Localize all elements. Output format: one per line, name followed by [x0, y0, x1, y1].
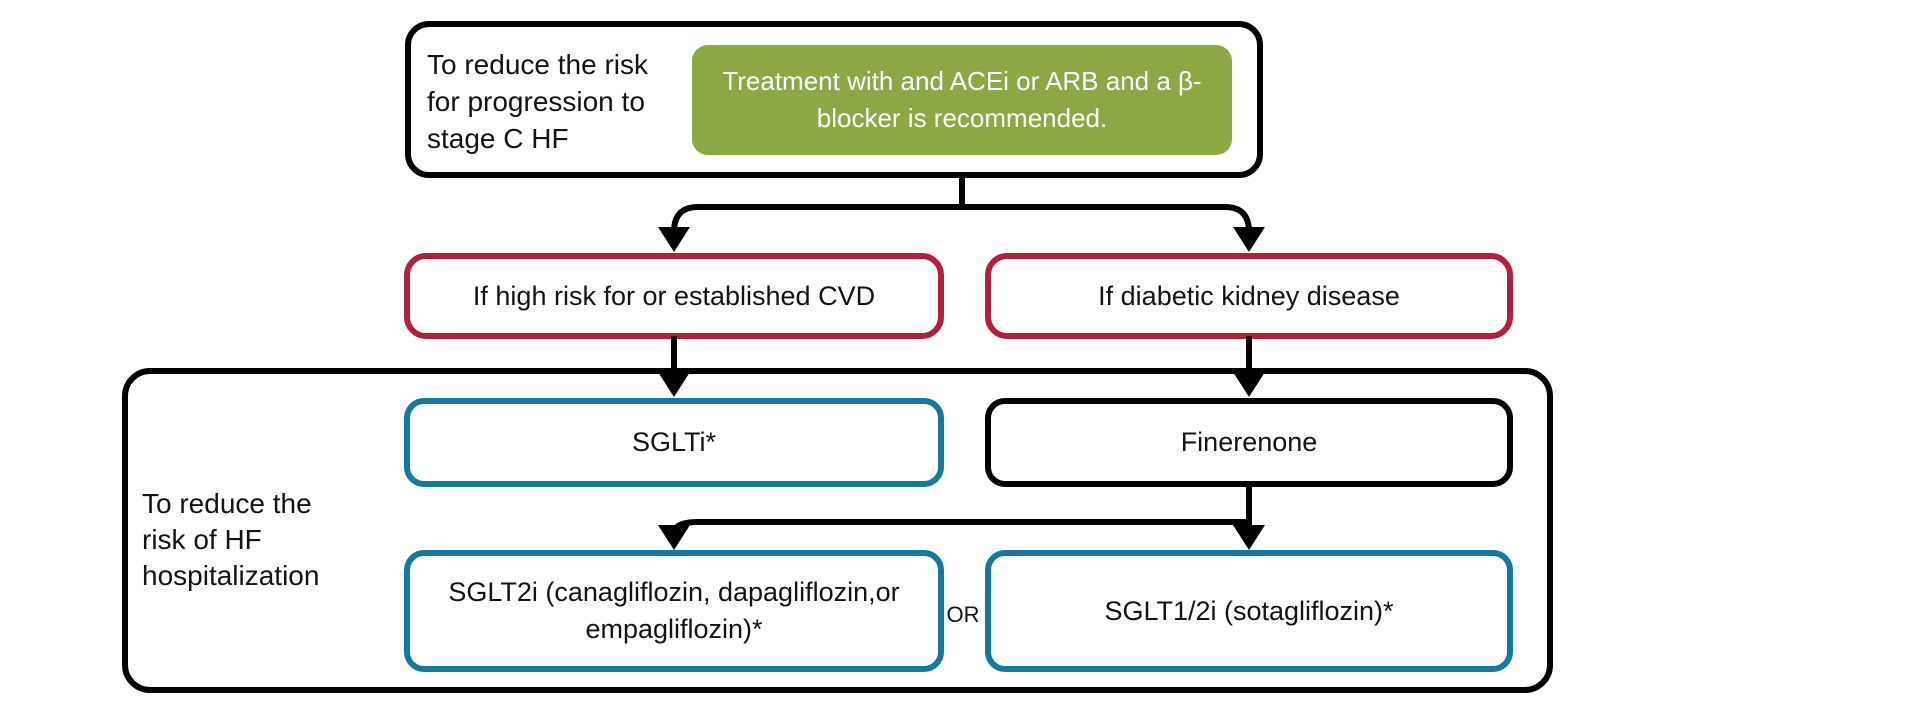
- sglt2i-text: SGLT2i (canagliflozin, dapagliflozin,or …: [448, 577, 900, 644]
- hf-hospitalization-label: To reduce the risk of HF hospitalization: [142, 488, 320, 591]
- sglt2i-box: SGLT2i (canagliflozin, dapagliflozin,or …: [404, 550, 944, 672]
- sglti-box: SGLTi*: [404, 398, 944, 487]
- acei-arb-recommendation-box: Treatment with and ACEi or ARB and a β-b…: [692, 45, 1232, 155]
- arrowhead-to-cvd-box: [658, 227, 690, 252]
- cvd-risk-condition-box: If high risk for or established CVD: [404, 253, 944, 339]
- arrowhead-to-dkd-box: [1233, 227, 1265, 252]
- sglt1-2i-text: SGLT1/2i (sotagliflozin)*: [1104, 595, 1394, 626]
- diabetic-kidney-disease-condition-box: If diabetic kidney disease: [985, 253, 1513, 339]
- cvd-risk-condition-text: If high risk for or established CVD: [472, 280, 876, 311]
- stage-c-prevention-label: To reduce the risk for progression to st…: [427, 49, 648, 154]
- sglti-text: SGLTi*: [631, 427, 717, 457]
- acei-arb-recommendation-text: Treatment with and ACEi or ARB and a β-b…: [722, 66, 1202, 133]
- sglt1-2i-box: SGLT1/2i (sotagliflozin)*: [985, 550, 1513, 672]
- or-label: OR: [946, 602, 980, 627]
- diabetic-kidney-disease-condition-text: If diabetic kidney disease: [1098, 280, 1400, 311]
- finerenone-box: Finerenone: [985, 398, 1513, 487]
- finerenone-text: Finerenone: [1180, 427, 1318, 457]
- connector-top-branch: [671, 204, 1252, 233]
